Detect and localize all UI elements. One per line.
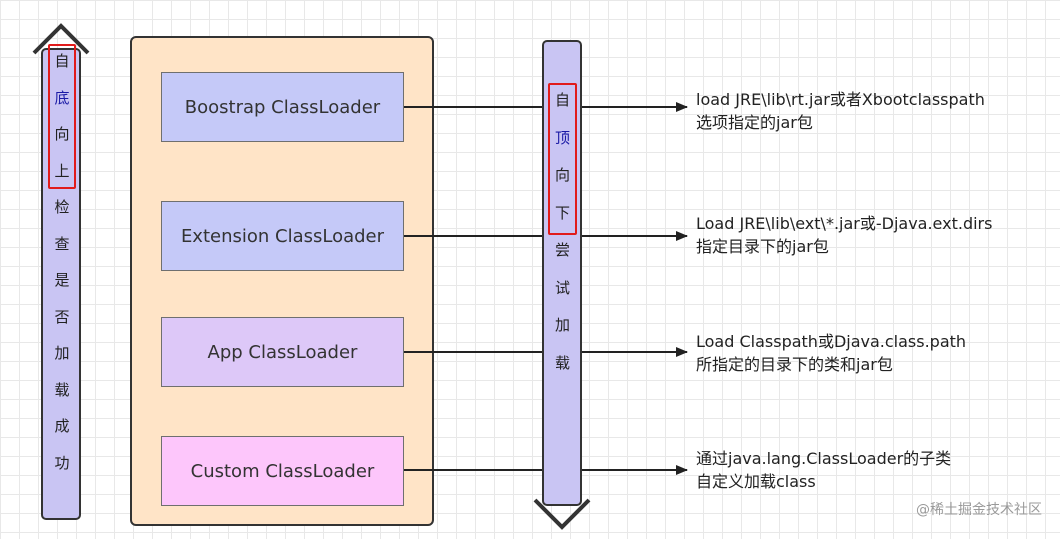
extension-description-line2: 指定目录下的jar包 [696,237,829,256]
bottom-up-char-0: 自 [54,52,70,70]
app-description-line2: 所指定的目录下的类和jar包 [696,355,893,374]
top-down-char-3: 下 [554,203,570,222]
custom-classloader-box: Custom ClassLoader [161,436,404,506]
custom-description: 通过java.lang.ClassLoader的子类 自定义加载class [696,447,951,493]
bottom-up-char-3: 上 [54,161,70,180]
bottom-up-highlight [48,44,76,189]
extension-description: Load JRE\lib\ext\*.jar或-Djava.ext.dirs 指… [696,212,992,258]
bootstrap-classloader-box: Boostrap ClassLoader [161,72,404,142]
app-classloader-box: App ClassLoader [161,317,404,387]
top-down-char-1: 顶 [554,128,570,147]
bottom-up-char-9: 载 [54,380,70,399]
watermark: @稀土掘金技术社区 [916,502,1042,518]
bootstrap-description-line1: load JRE\lib\rt.jar或者Xbootclasspath [696,90,985,109]
bottom-up-label: 自底向上检查是否加载成功 [50,54,74,492]
top-down-highlight [548,83,577,235]
bottom-up-char-11: 功 [54,453,70,472]
extension-description-line1: Load JRE\lib\ext\*.jar或-Djava.ext.dirs [696,214,993,233]
top-down-char-6: 加 [554,316,570,334]
up-arrow-icon [32,23,90,55]
bottom-up-char-1: 底 [54,88,70,107]
bottom-up-char-6: 是 [54,271,70,289]
custom-description-line2: 自定义加载class [696,472,816,491]
custom-description-line1: 通过java.lang.ClassLoader的子类 [696,449,952,468]
top-down-label: 自顶向下尝试加载 [550,93,575,393]
bottom-up-char-7: 否 [54,307,70,326]
app-description-line1: Load Classpath或Djava.class.path [696,332,967,351]
top-down-char-4: 尝 [554,241,570,259]
bootstrap-description: load JRE\lib\rt.jar或者Xbootclasspath 选项指定… [696,88,985,134]
bottom-up-char-10: 成 [54,417,70,435]
bootstrap-description-line2: 选项指定的jar包 [696,113,813,132]
app-description: Load Classpath或Djava.class.path 所指定的目录下的… [696,330,966,376]
bottom-up-char-5: 查 [54,234,70,253]
down-arrow-icon [533,498,591,530]
top-down-char-0: 自 [554,91,570,109]
top-down-char-7: 载 [554,353,570,372]
top-down-char-2: 向 [554,166,570,184]
top-down-char-5: 试 [554,278,570,297]
bottom-up-char-8: 加 [54,344,70,362]
bottom-up-char-4: 检 [54,198,70,216]
extension-classloader-box: Extension ClassLoader [161,201,404,271]
bottom-up-char-2: 向 [54,125,70,143]
